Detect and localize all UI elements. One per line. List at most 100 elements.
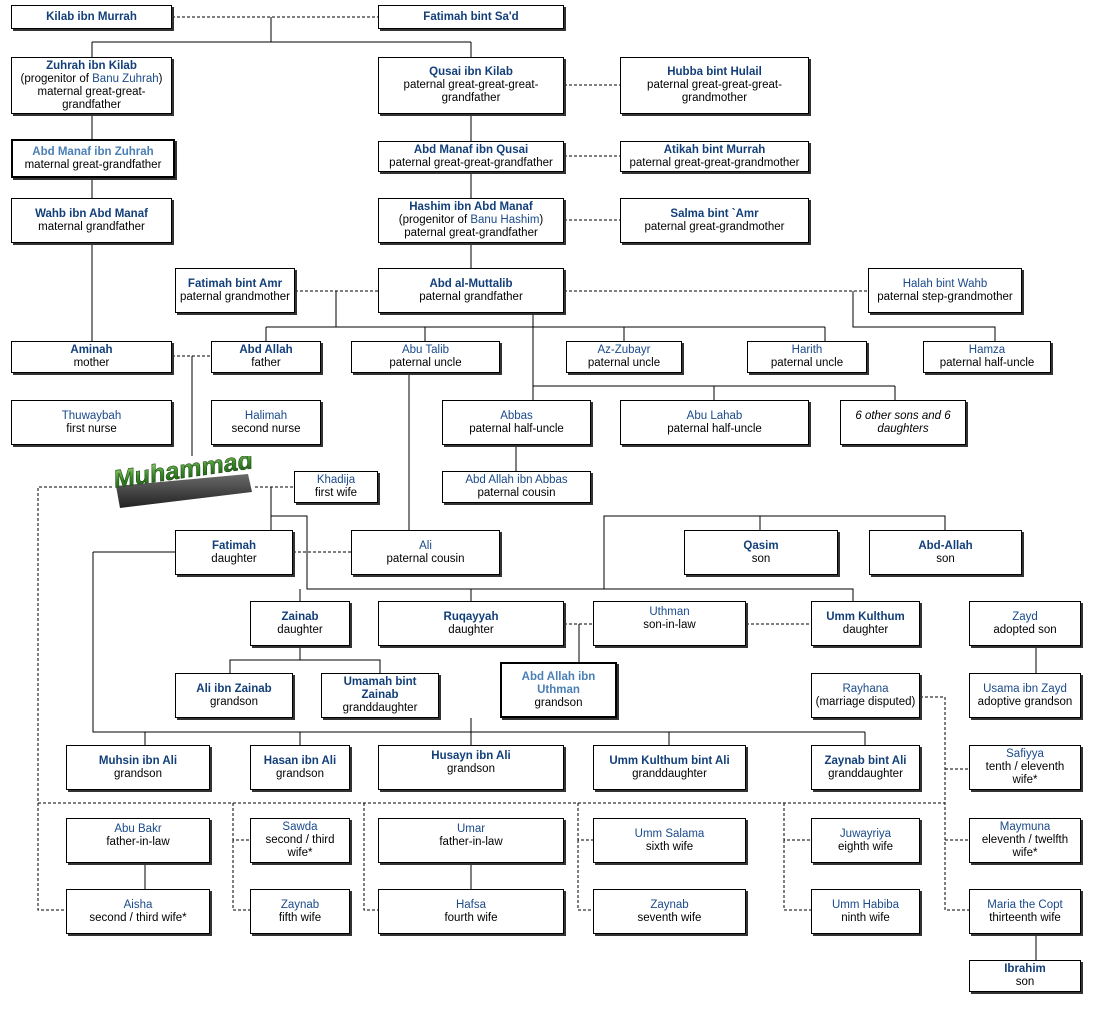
node-name: Halah bint Wahb [902,277,988,290]
node-name: Umar [456,823,486,835]
node-relation: paternal great-great-grandfather [389,156,553,169]
node-relation: eighth wife [838,840,893,853]
node-relation: second nurse [231,422,301,435]
node-name: Qusai ibn Kilab [429,66,513,78]
banu-zuhrah-link[interactable]: Banu Zuhrah [92,72,159,85]
node-relation: maternal great-great-grandfather [37,85,146,111]
parent-child-line [603,515,946,589]
node-relation: grandson [276,767,324,780]
node-relation: fourth wife [444,911,498,924]
node-kilab: Kilab ibn Murrah [11,5,172,29]
node-name: Ali [419,539,432,552]
node-relation: paternal grandfather [419,290,523,303]
node-relation: paternal cousin [477,487,556,499]
node-relation: granddaughter [632,767,707,780]
progenitor-suffix: ) [539,214,544,226]
node-name: Halimah [244,409,288,422]
node-relation: fifth wife [278,911,322,924]
node-relation: daughter [211,552,257,565]
node-relation: father-in-law [439,836,503,848]
node-relation: daughter [842,623,889,636]
node-name: Salma bint `Amr [670,207,759,220]
node-name: Thuwaybah [61,409,122,422]
node-relation: adopted son [993,623,1057,636]
parent-child-line [852,291,996,341]
node-name: Fatimah bint Sa'd [423,10,519,23]
node-relation: second / third wife* [89,911,187,924]
node-relation: son [1015,976,1035,988]
node-relation: paternal half-uncle [667,422,762,435]
node-relation: maternal great-grandfather [24,158,162,171]
node-relation: thirteenth wife [989,911,1061,924]
banu-hashim-link[interactable]: Banu Hashim [470,214,540,226]
node-name: Rayhana [842,682,889,695]
node-name: Umm Kulthum [826,610,905,623]
node-progenitor: (progenitor of Banu Zuhrah) [21,73,163,86]
node-name: Ruqayyah [443,610,499,623]
marriage-line [577,803,593,841]
node-name: Hamza [968,344,1006,356]
node-name: Muhsin ibn Ali [98,754,178,767]
node-relation: son-in-law [643,619,696,631]
node-name: Abd Manaf ibn Zuhrah [32,145,154,158]
node-name: Sawda [282,821,318,833]
node-fatimah-sad: Fatimah bint Sa'd [378,5,564,29]
marriage-line [577,840,593,911]
node-relation: 6 other sons and 6 daughters [855,409,951,435]
node-name: Abu Lahab [686,409,743,422]
parent-child-line [300,659,381,673]
node-name: Abd Manaf ibn Qusai [413,143,529,156]
node-name: Abd Allah [239,344,293,356]
node-name: Abd Allah ibn Abbas [465,474,568,486]
marriage-line [232,840,250,911]
node-name: Umamah bint Zainab [343,676,417,701]
node-relation: grandson [534,696,583,709]
node-name: Kilab ibn Murrah [46,10,137,23]
node-relation: father [251,357,281,369]
node-name: Ibrahim [1004,963,1046,975]
node-relation: paternal half-uncle [469,422,564,435]
node-name: Aisha [123,898,153,911]
node-rayhana: Rayhana(marriage disputed) [811,673,920,718]
node-name: Harith [791,344,823,356]
node-relation: daughter [448,623,494,636]
node-relation: second / third wife* [265,834,335,859]
node-relation: eleventh / twelfth wife* [981,834,1069,859]
node-name: Umm Salama [634,827,705,840]
node-relation: first wife [314,487,358,499]
node-hashim: Hashim ibn Abd Manaf (progenitor of Banu… [378,198,564,243]
node-relation: paternal great-grandfather [404,227,538,239]
node-relation: paternal uncle [587,357,661,369]
progenitor-suffix: ) [158,72,163,85]
